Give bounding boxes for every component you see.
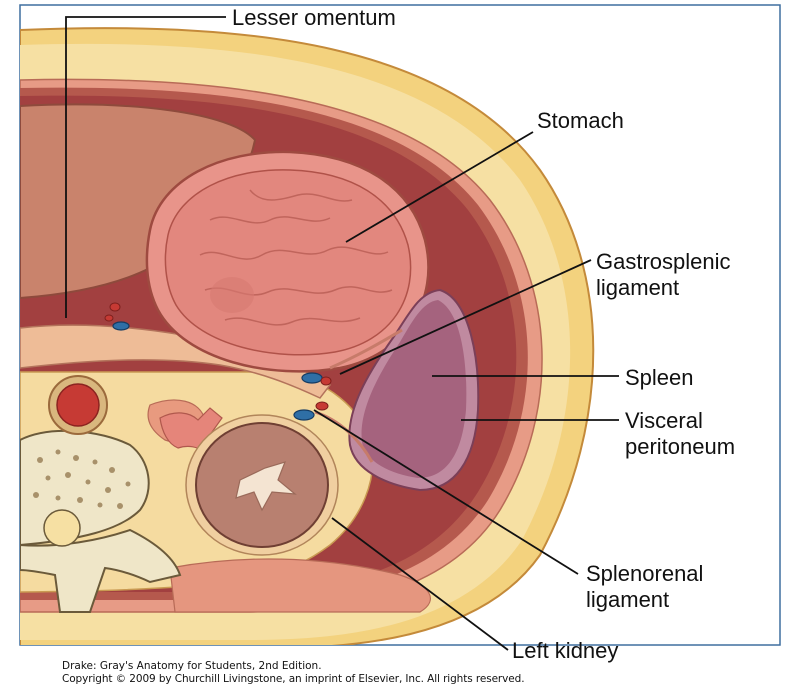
- label-gastrosplenic-line1: Gastrosplenic: [596, 249, 731, 274]
- omental-artery: [110, 303, 120, 311]
- gastrosplenic-vein: [302, 373, 322, 383]
- label-stomach: Stomach: [537, 108, 624, 133]
- label-spleen: Spleen: [625, 365, 694, 390]
- label-visceral-line1: Visceral: [625, 408, 703, 433]
- label-splenorenal-line1: Splenorenal: [586, 561, 703, 586]
- label-lesser-omentum: Lesser omentum: [232, 5, 396, 30]
- gastric-fold: [210, 277, 254, 313]
- omental-vein: [113, 322, 129, 330]
- gastrosplenic-artery: [321, 377, 331, 385]
- label-visceral-line2: peritoneum: [625, 434, 735, 459]
- splenic-artery: [316, 402, 328, 410]
- splenic-vein: [294, 410, 314, 420]
- omental-artery-small: [105, 315, 113, 321]
- credit-line-2: Copyright © 2009 by Churchill Livingston…: [62, 673, 524, 686]
- label-splenorenal-line2: ligament: [586, 587, 669, 612]
- credit-line-1: Drake: Gray's Anatomy for Students, 2nd …: [62, 660, 322, 673]
- label-gastrosplenic-line2: ligament: [596, 275, 679, 300]
- aorta-lumen: [57, 384, 99, 426]
- vertebral-foramen: [44, 510, 80, 546]
- label-left-kidney: Left kidney: [512, 638, 618, 663]
